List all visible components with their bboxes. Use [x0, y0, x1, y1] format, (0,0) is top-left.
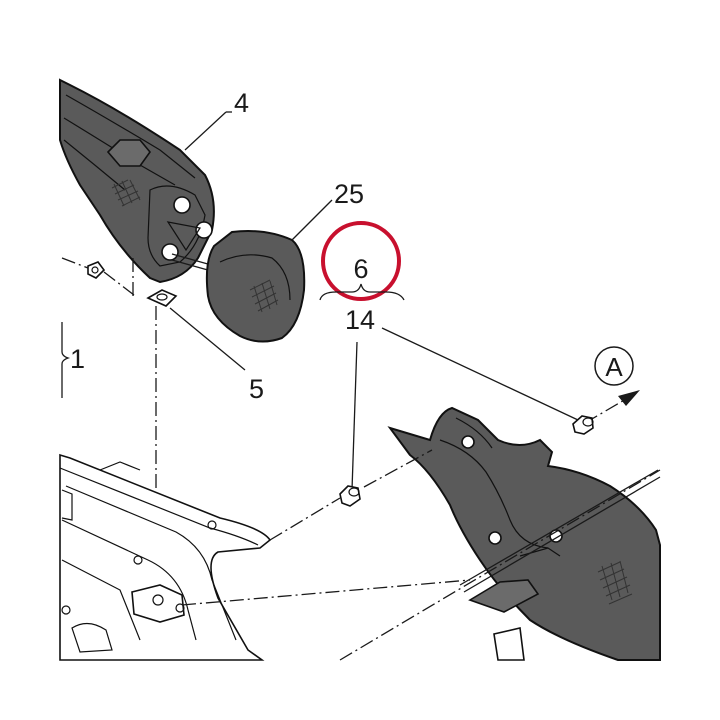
direction-arrow — [618, 390, 640, 406]
rubber-pad-part — [205, 230, 306, 343]
group-brace — [319, 283, 405, 301]
view-a-circle — [594, 346, 634, 386]
grommet-upper — [572, 415, 594, 435]
rear-fender-part — [387, 406, 661, 661]
tail-section-part — [59, 78, 215, 284]
callout-14: 14 — [345, 305, 375, 335]
nut-part — [146, 289, 178, 307]
bracket-part-1 — [61, 322, 71, 398]
grommet-lower — [339, 485, 361, 507]
callout-a: A — [605, 352, 623, 382]
bolt-part — [87, 261, 106, 279]
callout-6: 6 — [353, 254, 368, 284]
callout-25: 25 — [334, 179, 364, 209]
callout-4: 4 — [234, 88, 249, 118]
frame-part — [59, 453, 272, 661]
highlight-circle — [321, 221, 401, 301]
callout-1: 1 — [70, 344, 85, 374]
callout-5: 5 — [249, 374, 264, 404]
